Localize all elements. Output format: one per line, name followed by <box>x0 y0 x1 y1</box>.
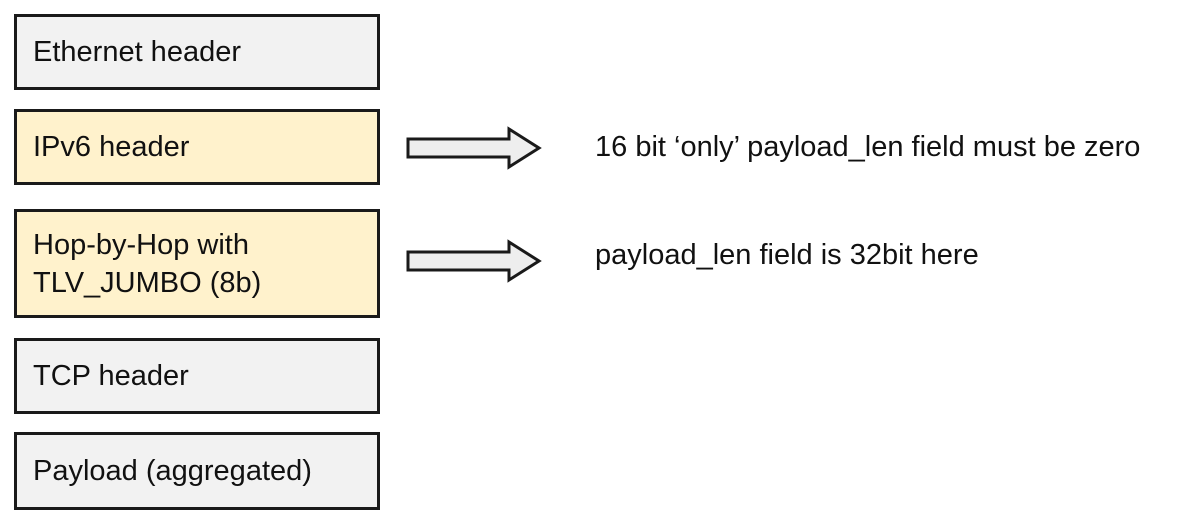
ipv6-header-label: IPv6 header <box>33 131 190 163</box>
ethernet-header-box: Ethernet header <box>14 14 380 90</box>
hop-by-hop-box: Hop-by-Hop with TLV_JUMBO (8b) <box>14 209 380 318</box>
hop-by-hop-label-line1: Hop-by-Hop with <box>33 228 249 261</box>
ipv6-header-box: IPv6 header <box>14 109 380 185</box>
ethernet-header-label: Ethernet header <box>33 36 241 68</box>
tcp-header-label: TCP header <box>33 360 189 392</box>
hop-by-hop-payload-len-note: payload_len field is 32bit here <box>595 239 979 271</box>
right-arrow-icon <box>406 126 542 170</box>
hop-by-hop-label-line2: TLV_JUMBO (8b) <box>33 266 262 299</box>
ipv6-payload-len-note: 16 bit ‘only’ payload_len field must be … <box>595 131 1141 163</box>
payload-label: Payload (aggregated) <box>33 455 312 487</box>
payload-box: Payload (aggregated) <box>14 432 380 510</box>
right-arrow-icon <box>406 239 542 283</box>
tcp-header-box: TCP header <box>14 338 380 414</box>
